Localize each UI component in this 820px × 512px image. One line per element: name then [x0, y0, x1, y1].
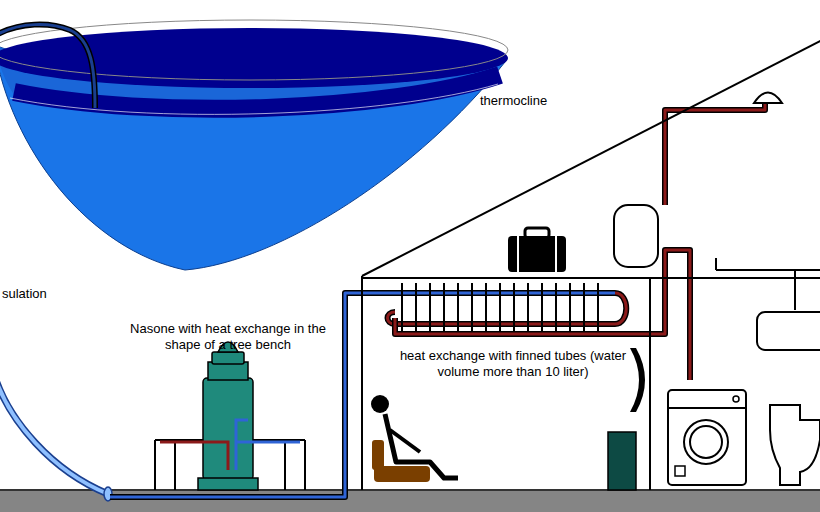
bathroom-fixtures-part [757, 312, 820, 350]
tube-fins-part [429, 283, 431, 336]
seated-person [371, 395, 458, 482]
tube-fins-part [555, 283, 557, 336]
tank-pipe-part [0, 25, 95, 108]
nasone-fountain-part [198, 478, 258, 490]
tube-fins-part [513, 283, 515, 336]
nasone-fountain [155, 342, 305, 490]
washing-machine-part [733, 396, 739, 402]
house-part [716, 269, 820, 271]
tube-fins-part [527, 283, 529, 336]
nasone-fountain-part-part [284, 440, 286, 490]
heater-part [608, 432, 636, 490]
hot-water-pipe-part [665, 100, 765, 205]
tube-fins-part [597, 283, 599, 336]
nasone-fountain-part-part [174, 440, 176, 490]
insulation-label: sulation [2, 286, 82, 302]
tube-fins-part [499, 283, 501, 336]
house-part [794, 270, 796, 310]
water-tank-part [0, 20, 508, 80]
shower-head [754, 93, 782, 104]
tube-fins-part [541, 283, 543, 336]
seated-person-part [374, 466, 430, 482]
seated-person-part [371, 395, 389, 413]
washing-machine-part [668, 407, 746, 409]
tube-fins-part [401, 283, 403, 336]
tube-fins-part [485, 283, 487, 336]
suitcase-part [508, 236, 566, 272]
tube-fins-part [457, 283, 459, 336]
nasone-fountain-part [160, 442, 228, 470]
boiler-part [614, 205, 658, 267]
bathroom-fixtures [757, 312, 820, 485]
suitcase-part [517, 236, 519, 272]
tank-pipe-part [0, 25, 95, 108]
insulated-pipe-part [0, 380, 108, 494]
insulated-pipe [0, 380, 112, 501]
washing-machine [668, 390, 746, 485]
seated-person-part [372, 440, 384, 470]
nasone-fountain-part [236, 441, 300, 444]
house-part [715, 258, 717, 270]
ground [0, 490, 820, 512]
heater-part [630, 348, 645, 412]
washing-machine-part [675, 466, 685, 476]
shower-head-part [754, 93, 782, 104]
house-part [361, 276, 363, 490]
suitcase [508, 228, 566, 272]
thermocline-label: thermocline [480, 93, 600, 109]
seated-person-part [390, 430, 420, 452]
water-tank [0, 20, 508, 270]
suitcase-part [555, 236, 557, 272]
insulated-pipe-part [0, 380, 108, 494]
supply-pipe-part [388, 293, 627, 324]
heat-exchanger-label: heat exchange with finned tubes (water v… [397, 348, 629, 380]
tube-fins-part [415, 283, 417, 336]
house-part [362, 277, 820, 279]
ground-part [0, 489, 820, 491]
nasone-fountain-part-part [154, 440, 156, 490]
supply-pipe-part [110, 293, 626, 497]
fountain-label: Nasone with heat exchange in the shape o… [118, 321, 338, 353]
tube-fins [402, 283, 598, 336]
house-part [362, 40, 820, 276]
hot-water-pipe-part [665, 100, 765, 205]
nasone-fountain-part-part [304, 440, 306, 490]
tube-fins-part [471, 283, 473, 336]
nasone-fountain-part [236, 420, 248, 470]
hot-water-pipe [395, 100, 765, 380]
heater [608, 348, 645, 490]
tube-fins-part [443, 283, 445, 336]
washing-machine-part [668, 390, 746, 485]
tube-fins-part [569, 283, 571, 336]
washing-machine-part [684, 420, 728, 464]
house-part [649, 278, 651, 490]
washing-machine-part [690, 426, 722, 458]
water-tank-part [10, 84, 498, 114]
tank-pipe [0, 25, 95, 108]
nasone-fountain-part [212, 352, 244, 364]
bathroom-fixtures-part [770, 405, 820, 485]
house [362, 40, 820, 490]
ground-part [0, 490, 820, 512]
tube-fins-part [583, 283, 585, 336]
supply-pipe [110, 293, 626, 497]
seated-person-part [385, 414, 458, 478]
boiler [614, 205, 658, 267]
